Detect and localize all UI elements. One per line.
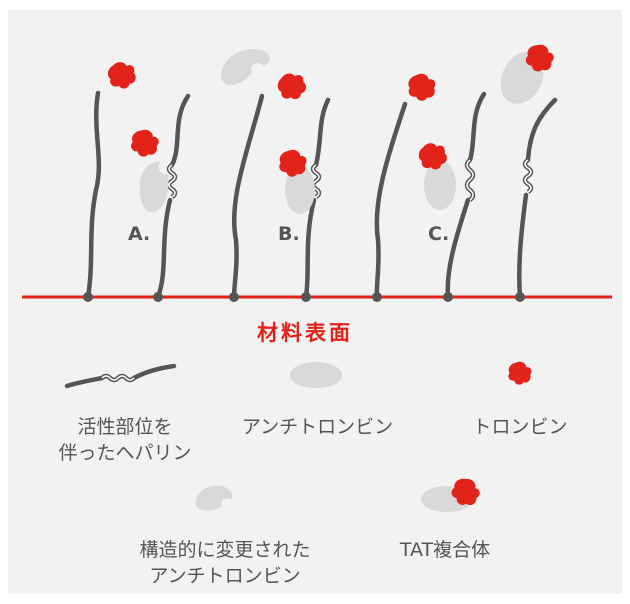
legend-cleaved-antithrombin-icon <box>196 485 233 511</box>
attachment-points <box>83 292 525 302</box>
active-site-segments <box>166 158 534 202</box>
heparin-strand <box>85 90 102 300</box>
legend-thrombin-icon <box>506 359 533 387</box>
antithrombin-icon <box>285 166 315 214</box>
group-label-c: C. <box>428 223 450 245</box>
legend-thrombin-label: トロンビン <box>455 414 585 440</box>
heparin-strand <box>303 97 331 300</box>
legend-tat-complex-line-1: TAT複合体 <box>399 539 491 561</box>
diagram-panel <box>8 10 622 594</box>
heparin-strand <box>155 93 191 300</box>
legend-heparin-line-1: 活性部位を <box>77 416 173 438</box>
material-surface-label: 材料表面 <box>257 321 353 345</box>
heparin-strand <box>231 93 265 300</box>
legend-heparin-strand-icon <box>64 363 177 389</box>
legend-antithrombin-icon <box>290 362 342 388</box>
legend-heparin-line-2: 伴ったヘパリン <box>58 442 192 464</box>
heparin-strands <box>85 90 558 300</box>
heparin-strand <box>517 97 558 300</box>
legend-heparin-label: 活性部位を 伴ったヘパリン <box>40 414 210 466</box>
legend-antithrombin-label: アンチトロンビン <box>230 414 405 440</box>
thrombin-icon <box>106 59 138 91</box>
legend-tat-complex-label: TAT複合体 <box>385 537 505 563</box>
group-label-b: B. <box>278 223 300 245</box>
legend-altered-antithrombin-line-1: 構造的に変更された <box>139 539 311 561</box>
antithrombin-molecules <box>139 49 544 512</box>
legend-altered-antithrombin-line-2: アンチトロンビン <box>149 565 301 587</box>
legend-altered-antithrombin-label: 構造的に変更された アンチトロンビン <box>125 537 325 589</box>
legend-antithrombin-line-1: アンチトロンビン <box>241 416 394 438</box>
legend-thrombin-line-1: トロンビン <box>472 416 568 438</box>
cleaved-antithrombin-icon <box>139 161 169 213</box>
group-label-a: A. <box>128 223 151 245</box>
heparin-strand <box>374 101 408 300</box>
heparin-strand <box>445 91 487 300</box>
thrombin-icon <box>128 126 162 160</box>
cleaved-antithrombin-icon <box>220 49 270 86</box>
thrombin-icon <box>274 69 310 104</box>
antithrombin-icon <box>424 160 456 210</box>
thrombin-icon <box>407 72 437 102</box>
